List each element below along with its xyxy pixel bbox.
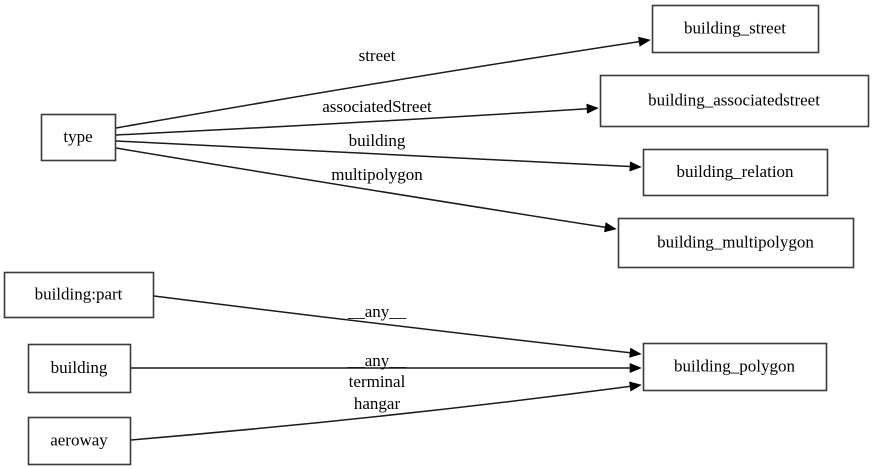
node-box[interactable] [40,113,117,162]
edge-label: multipolygon [331,165,423,184]
edge-type-to-building_street [115,36,651,129]
node-type[interactable]: type [40,113,117,162]
edge-building_part-to-building_polygon [153,295,642,358]
node-aeroway[interactable]: aeroway [27,416,132,466]
edges-layer [115,36,651,441]
node-box[interactable] [27,416,132,466]
node-label: building_polygon [674,356,795,375]
edge-label-secondary: hangar [354,394,401,413]
node-box[interactable] [617,217,855,269]
nodes-layer: type building_street building_associatedst… [3,4,870,466]
node-label: building_multipolygon [657,232,814,251]
node-label: type [63,127,92,146]
node-label: building_street [684,18,786,37]
edge-arrowhead [586,103,599,114]
edge-arrowhead [638,36,651,47]
edge-label: street [359,46,396,65]
edge-line [153,295,631,354]
node-box[interactable] [3,271,155,319]
node-building_polygon[interactable]: building_polygon [642,342,828,392]
node-label: building:part [35,284,123,303]
node-label: building_relation [676,162,794,181]
node-box[interactable] [27,343,132,394]
node-box[interactable] [642,148,829,197]
edge-arrowhead [629,347,642,358]
edge-aeroway-to-building_polygon [130,381,642,441]
node-building_multipolygon[interactable]: building_multipolygon [617,217,855,269]
edge-arrowhead [604,222,617,233]
node-building[interactable]: building [27,343,132,394]
edge-line [115,40,640,129]
node-label: building [51,358,108,377]
node-building_part[interactable]: building:part [3,271,155,319]
node-box[interactable] [651,4,820,54]
edge-arrowhead [629,161,642,172]
edge-type-to-building_multipolygon [115,147,617,233]
edge-arrowhead [629,362,642,374]
edge-type-to-building_relation [115,140,642,172]
node-box[interactable] [642,342,828,392]
edge-label: __any__ [347,351,407,370]
edge-label: associatedStreet [322,97,432,116]
node-label: aeroway [50,430,108,449]
node-label: building_associatedstreet [648,90,820,109]
edge-building-to-building_polygon [131,362,642,374]
node-box[interactable] [599,74,870,128]
node-building_associatedstreet[interactable]: building_associatedstreet [599,74,870,128]
edge-label: building [349,131,406,150]
node-building_relation[interactable]: building_relation [642,148,829,197]
edge-line [115,140,631,168]
edge-label: __any__ [347,302,407,321]
edge-line [130,385,631,441]
edge-line [115,147,606,229]
edge-arrowhead [629,381,642,392]
edge-line [115,107,588,136]
node-building_street[interactable]: building_street [651,4,820,54]
edge-labels-layer: street associatedStreet building multipolyg… [322,46,432,413]
edge-label: terminal [349,372,406,391]
edge-type-to-building_associatedstreet [115,103,599,136]
